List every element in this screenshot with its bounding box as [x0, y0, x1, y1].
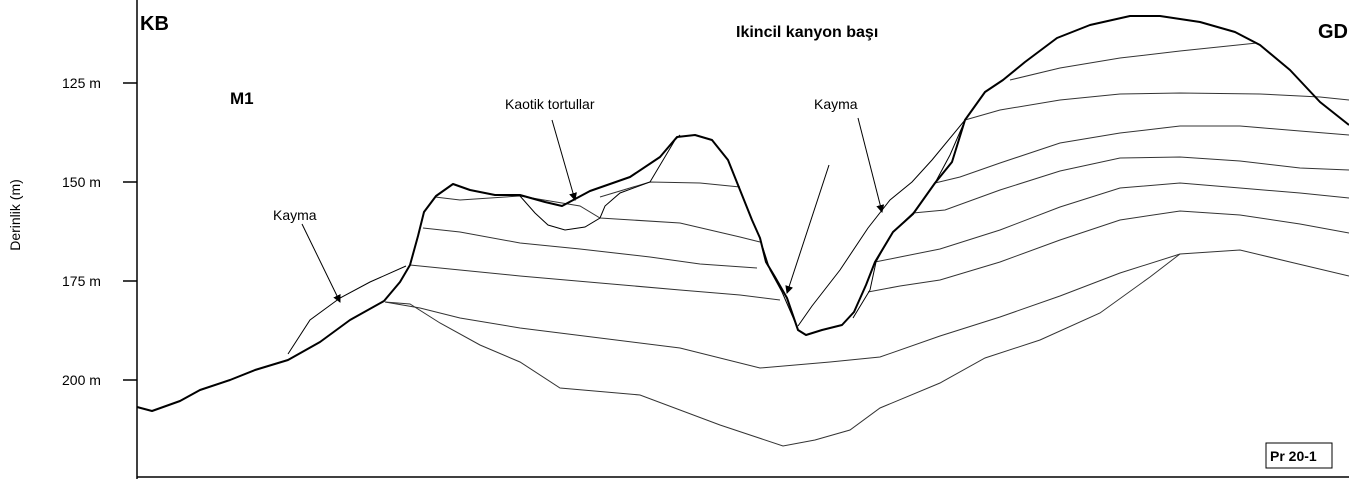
reflector-line — [409, 264, 781, 301]
slide-block-outline — [797, 119, 966, 327]
profile-id-box — [1265, 442, 1333, 469]
reflector-line — [912, 156, 1349, 214]
seafloor-surface — [136, 15, 1349, 412]
slide-lens-outline — [287, 265, 407, 355]
label-slide-left: Kayma — [273, 207, 317, 223]
y-axis-title: Derinlik (m) — [7, 179, 23, 251]
reflector-line — [874, 182, 1349, 263]
y-tick-label: 150 m — [62, 174, 101, 190]
reflector-line — [384, 253, 1181, 447]
slide-block-outline — [852, 124, 964, 319]
reflector-line — [599, 181, 741, 198]
label-chaotic-sediments: Kaotik tortullar — [505, 96, 595, 112]
direction-label-se: GD — [1318, 21, 1348, 43]
unit-label-m1: M1 — [230, 89, 254, 108]
canyon-wedge-outline — [762, 247, 796, 323]
arrow-chaotic-sediments — [551, 119, 577, 201]
reflector-line — [964, 92, 1349, 121]
direction-label-nw: KB — [140, 13, 169, 35]
reflector-line — [434, 195, 761, 243]
y-axis-ticks — [123, 82, 137, 381]
label-slide-right: Kayma — [814, 96, 858, 112]
profile-id: Pr 20-1 — [1270, 448, 1317, 464]
reflector-line — [934, 125, 1349, 184]
arrow-slide-right — [857, 117, 885, 213]
arrow-slide-left — [301, 223, 341, 303]
y-tick-label: 200 m — [62, 372, 101, 388]
diagram-title: Ikincil kanyon başı — [736, 24, 878, 41]
y-tick-label: 175 m — [62, 273, 101, 289]
arrow-canyon-floor — [785, 164, 830, 294]
reflector-line — [384, 249, 1349, 369]
chaotic-sediment-body — [519, 134, 681, 231]
y-tick-label: 125 m — [62, 75, 101, 91]
reflector-line — [867, 210, 1349, 293]
reflector-line — [1009, 42, 1258, 81]
reflector-line — [422, 227, 758, 269]
reflector-layers — [384, 42, 1349, 447]
